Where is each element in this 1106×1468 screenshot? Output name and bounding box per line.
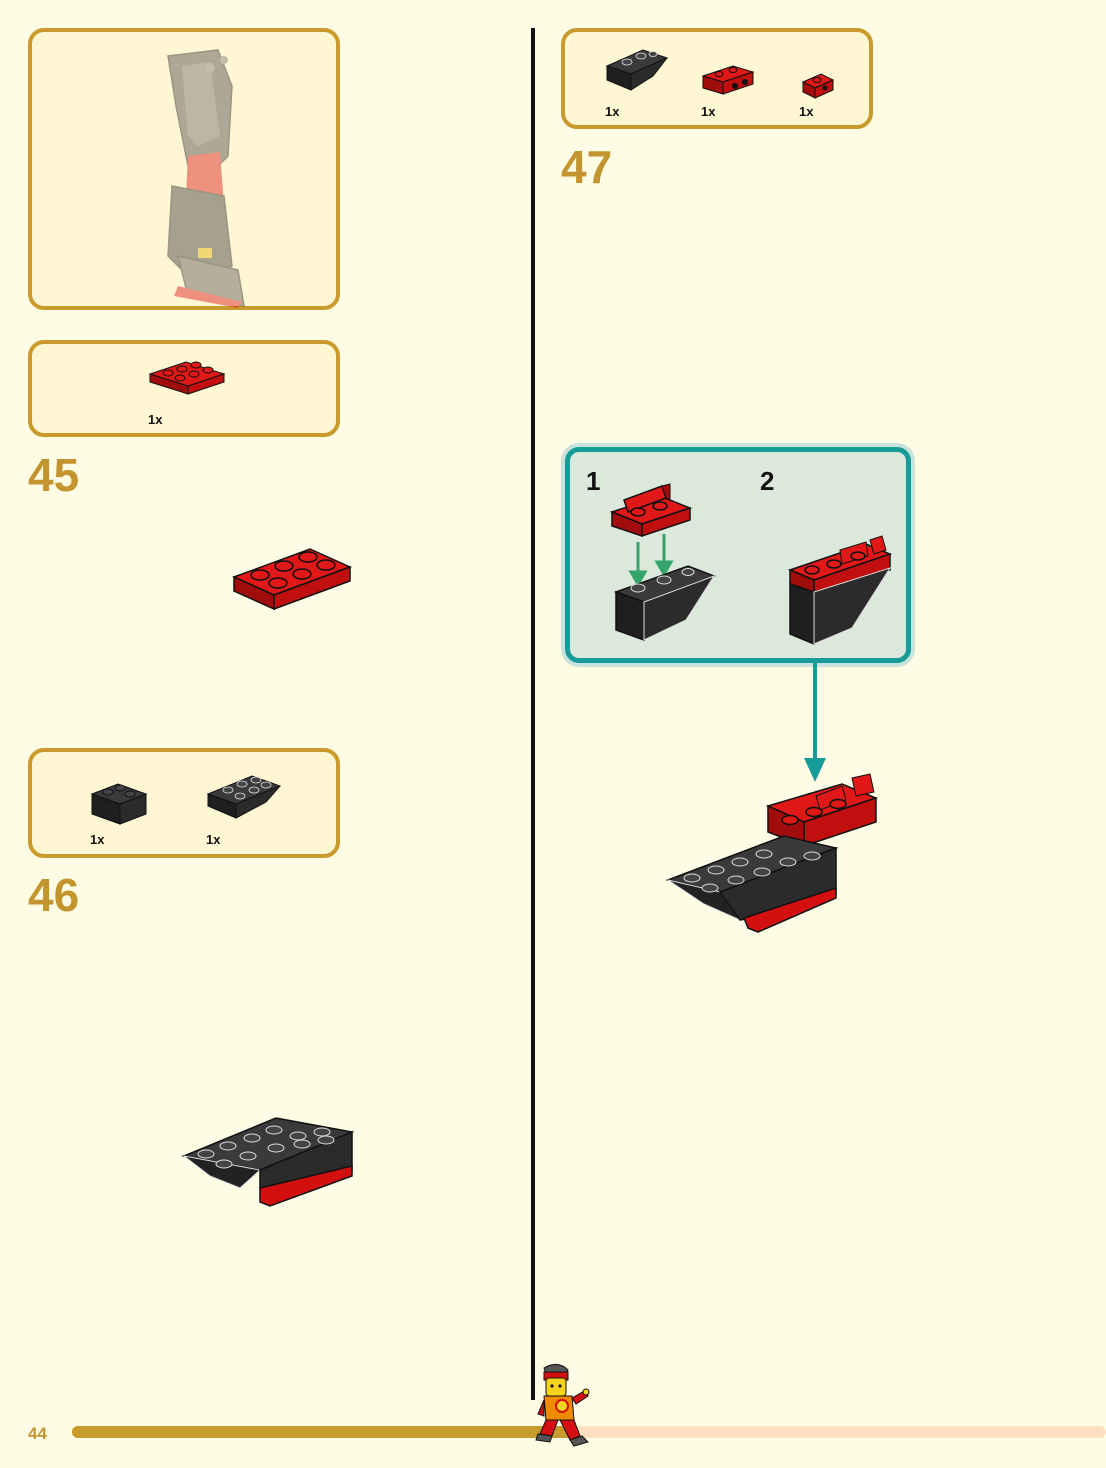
step-number-45: 45 bbox=[28, 449, 80, 501]
red-plate-2x3-icon bbox=[148, 361, 226, 395]
minifigure-runner-icon bbox=[535, 1364, 590, 1447]
model-preview-panel bbox=[28, 28, 340, 310]
progress-bar bbox=[72, 1426, 1106, 1438]
red-bracket-plate-icon bbox=[701, 65, 755, 95]
black-brick-corner-icon bbox=[90, 783, 148, 825]
step46-parts-panel: 1x 1x bbox=[28, 748, 340, 858]
progress-fill bbox=[72, 1426, 579, 1438]
part-quantity: 1x bbox=[148, 412, 163, 427]
callout-connector-arrow bbox=[804, 660, 826, 782]
substep-number-1: 1 bbox=[586, 466, 601, 496]
part-quantity: 1x bbox=[799, 104, 814, 119]
step47-assembly-icon bbox=[665, 773, 879, 933]
part-quantity: 1x bbox=[90, 832, 105, 847]
red-plate-2x3-assembly-icon bbox=[232, 548, 352, 611]
part-quantity: 1x bbox=[701, 104, 716, 119]
page-number: 44 bbox=[28, 1424, 47, 1443]
substep-2-assembly-icon bbox=[787, 535, 893, 646]
substep-callout: 1 2 bbox=[565, 447, 911, 663]
black-slope-inverted-icon bbox=[206, 775, 282, 819]
column-divider bbox=[531, 28, 535, 1400]
part-quantity: 1x bbox=[206, 832, 221, 847]
part-quantity: 1x bbox=[605, 104, 620, 119]
substep-1-assembly-icon bbox=[609, 483, 717, 642]
step45-parts-panel: 1x bbox=[28, 340, 340, 437]
black-red-assembly-icon bbox=[181, 1117, 355, 1207]
step-number-47: 47 bbox=[561, 141, 613, 193]
step47-parts-panel: 1x 1x 1x bbox=[561, 28, 873, 129]
red-bracket-small-icon bbox=[801, 73, 835, 99]
assembled-leg-preview-icon bbox=[167, 49, 245, 308]
substep-number-2: 2 bbox=[760, 466, 775, 496]
black-slope-inverted-small-icon bbox=[605, 49, 669, 91]
step-number-46: 46 bbox=[28, 869, 80, 921]
